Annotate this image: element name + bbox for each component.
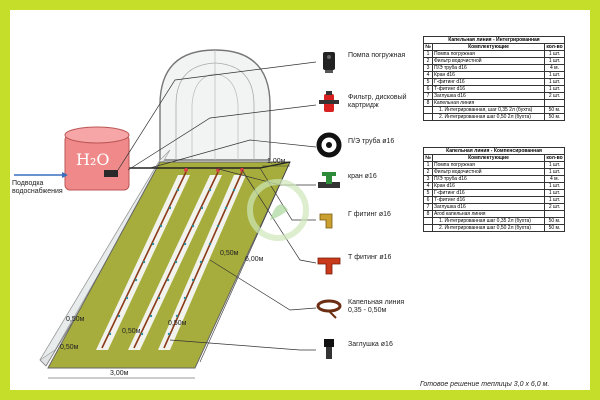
column-header: кол-во — [544, 43, 565, 51]
pump-icon — [323, 52, 335, 73]
column-header: № — [423, 154, 433, 162]
table-row: 1. Интегрированная, шаг 0,35 2л (бухта)5… — [423, 106, 565, 114]
dim-edge-b: 0,50м — [60, 344, 79, 351]
tank-label: H₂O — [76, 150, 110, 169]
logo-watermark — [247, 179, 309, 241]
part-label-end-plug: Заглушка ø16 — [348, 341, 393, 348]
supply-label: Подводка водоснабжения — [12, 180, 63, 195]
filter-icon — [319, 91, 339, 112]
table-row: 2. Интегрированная шаг 0,50 2л (бухта)50… — [423, 224, 565, 232]
dim-width: 3,00м — [110, 370, 129, 377]
part-label-g-fitting: Г фитинг ø16 — [348, 211, 391, 218]
column-header: Комплектующие — [432, 43, 545, 51]
dim-row-spacing-b: 0,50м — [122, 328, 141, 335]
pe-pipe-icon — [316, 132, 342, 158]
part-label-t-fitting: Т фитинг ø16 — [348, 254, 392, 261]
caption: Готовое решение теплицы 3,0 х 6,0 м. — [420, 381, 550, 388]
table-row: 1. Интегрированная шаг 0,35 2л (бухта)50… — [423, 217, 565, 225]
part-label-filter: Фильтр, дисковый картридж — [348, 94, 407, 109]
part-label-drip-line: Капельная линия 0,35 - 0,50м — [348, 299, 405, 314]
t-fitting-icon — [317, 257, 341, 275]
pump-on-tank — [104, 170, 118, 177]
spec-table-compensated: Капельная линия - Компенсированная № Ком… — [423, 147, 565, 232]
poster-frame: H₂O Подводка водоснабжения 3,00м 6,00м 1… — [10, 10, 590, 390]
table-title: Капельная линия - Интегрированная — [423, 36, 565, 44]
dim-row-spacing-a: 0,50м — [220, 250, 239, 257]
dimension-lines — [48, 161, 291, 379]
drip-line-icon — [316, 299, 342, 319]
table-title: Капельная линия - Компенсированная — [423, 147, 565, 155]
part-label-pump: Помпа погружная — [348, 52, 406, 59]
spec-table-integrated: Капельная линия - Интегрированная № Комп… — [423, 36, 565, 121]
g-fitting-icon — [319, 213, 333, 229]
column-header: Комплектующие — [432, 154, 545, 162]
drip-emitters — [108, 188, 236, 336]
dim-edge-c: 0,50м — [168, 320, 187, 327]
valve-icon — [318, 172, 340, 188]
part-label-valve: кран ø16 — [348, 173, 377, 180]
part-label-pe-pipe: П/Э труба ø16 — [348, 138, 395, 145]
drip-line-3 — [163, 171, 243, 349]
end-plug-icon — [324, 339, 334, 359]
dim-length: 6,00м — [245, 256, 264, 263]
greenhouse-scene — [14, 49, 317, 379]
dim-edge-a: 0,50м — [66, 316, 85, 323]
column-header: кол-во — [544, 154, 565, 162]
table-row: 2. Интегрированная шаг 0,50 2л (бухта)50… — [423, 113, 565, 121]
dim-header-offset: 1,00м — [267, 158, 286, 165]
drip-line-2 — [133, 171, 219, 349]
drip-line-1 — [101, 171, 187, 349]
column-header: № — [423, 43, 433, 51]
